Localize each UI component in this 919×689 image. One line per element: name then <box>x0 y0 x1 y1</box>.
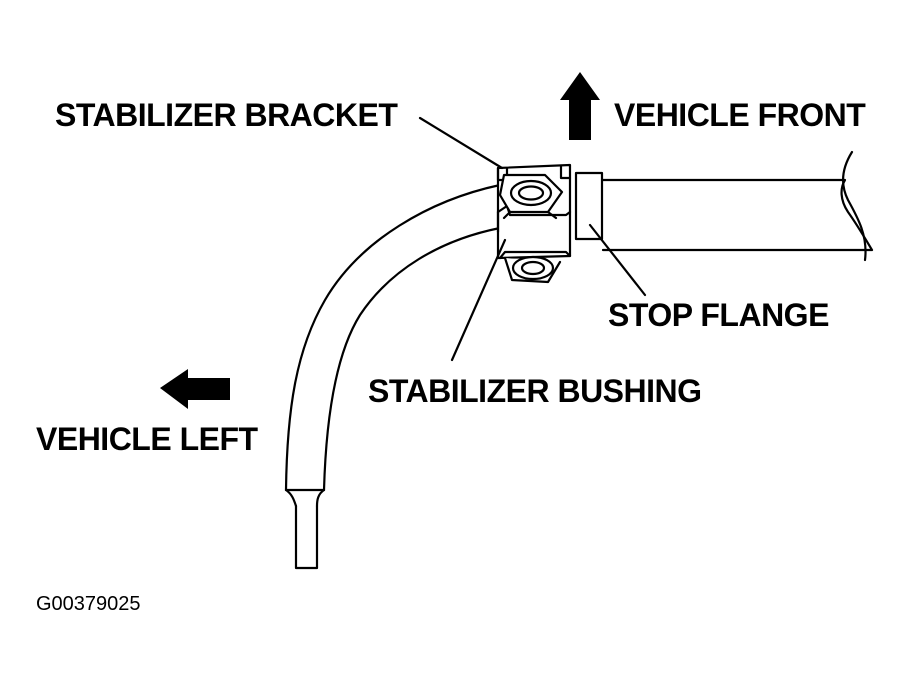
bracket-leader-line <box>418 116 504 170</box>
vehicle-left-label: VEHICLE LEFT <box>36 421 259 457</box>
stabilizer-bracket-label: STABILIZER BRACKET <box>55 97 398 133</box>
vehicle-left-arrow-icon <box>160 369 230 409</box>
flange-leader-line <box>588 223 647 297</box>
stabilizer-bushing-label: STABILIZER BUSHING <box>368 373 702 409</box>
stabilizer-bracket <box>496 163 572 260</box>
vehicle-front-arrow-icon <box>560 72 600 140</box>
vehicle-front-label: VEHICLE FRONT <box>614 97 866 133</box>
bushing-leader-line <box>450 238 507 362</box>
stop-flange <box>574 171 604 241</box>
figure-code: G00379025 <box>36 593 141 615</box>
stabilizer-bar <box>284 150 874 570</box>
stabilizer-bushing <box>498 250 572 284</box>
stop-flange-label: STOP FLANGE <box>608 297 829 333</box>
